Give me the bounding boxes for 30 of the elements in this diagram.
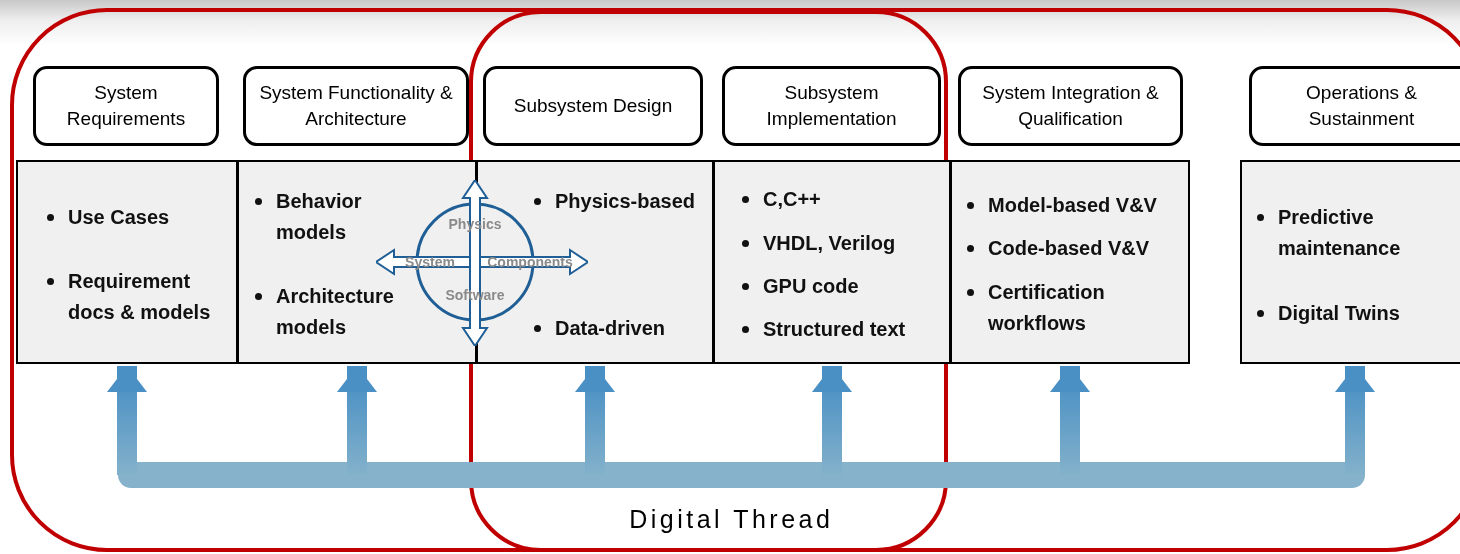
content-panel: [713, 160, 951, 364]
bullet-item: Data-driven: [555, 316, 667, 341]
thread-arrow: [107, 366, 147, 475]
bullet-item: Certification workflows: [988, 280, 1106, 336]
bullet-item: VHDL, Verilog: [763, 231, 897, 256]
bullet-item: Physics-based: [555, 189, 697, 214]
content-panel: [16, 160, 238, 364]
compass-label: System: [405, 254, 455, 270]
bullet-item: Requirement docs & models: [68, 269, 212, 325]
phase-box: Operations & Sustainment: [1249, 66, 1460, 146]
bullet-item: Predictive maintenance: [1278, 205, 1402, 261]
bullet-item: Architecture models: [276, 284, 395, 340]
bullet-item: Structured text: [763, 317, 907, 342]
content-panel: [1240, 160, 1460, 364]
phase-box: System Requirements: [33, 66, 219, 146]
bullet-item: Digital Twins: [1278, 301, 1401, 326]
content-panel: [950, 160, 1190, 364]
phase-box: Subsystem Design: [483, 66, 703, 146]
thread-label: Digital Thread: [629, 504, 834, 534]
phase-box: Subsystem Implementation: [722, 66, 941, 146]
phase-box: System Integration & Qualification: [958, 66, 1183, 146]
bullet-item: C,C++: [763, 187, 822, 212]
phase-box: System Functionality & Architecture: [243, 66, 469, 146]
compass-label: Components: [487, 254, 573, 270]
bullet-item: Behavior models: [276, 189, 363, 245]
bullet-item: Model-based V&V: [988, 193, 1158, 218]
bullet-item: Code-based V&V: [988, 236, 1151, 261]
bullet-item: GPU code: [763, 274, 860, 299]
bullet-item: Use Cases: [68, 205, 171, 230]
thread-arrow: [1335, 366, 1375, 475]
